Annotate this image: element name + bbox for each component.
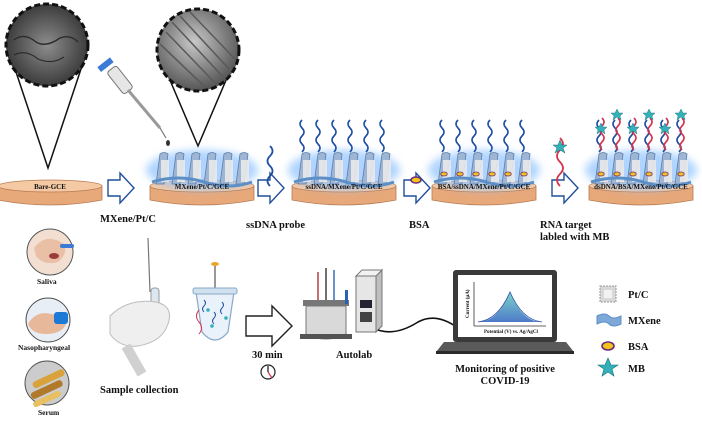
caption-ssdna-probe: ssDNA probe — [246, 220, 305, 231]
label-time: 30 min — [252, 350, 283, 361]
label-autolab: Autolab — [336, 350, 372, 361]
cable — [377, 317, 459, 333]
sem-image-mxene — [155, 7, 241, 148]
step-arrow-4 — [551, 171, 579, 205]
electrode-mxene: MXene/Pt/C/GCE — [146, 150, 258, 206]
step-arrow-1 — [107, 171, 135, 205]
electrode-ssdna: ssDNA/MXene/Pt/C/GCE — [288, 119, 400, 206]
sample-serum — [24, 360, 70, 408]
caption-bsa: BSA — [409, 220, 430, 231]
legend-bsa-icon — [601, 341, 615, 351]
legend-mxene-icon — [596, 313, 622, 327]
plot-xlabel: Potential (V) vs. Ag/AgCl — [484, 330, 538, 335]
electrode-bare: Bare-GCE — [0, 179, 103, 206]
caption-mxene: MXene/Pt/C — [100, 214, 156, 225]
legend-ptc: Pt/C — [628, 290, 648, 301]
arrow-to-autolab — [245, 304, 293, 348]
ssdna-probe-strand — [266, 145, 274, 187]
legend-mb-icon — [597, 357, 619, 377]
sample-nasopharyngeal — [25, 297, 71, 343]
label-nasopharyngeal: Nasopharyngeal — [18, 343, 70, 352]
electrode-label-bare: Bare-GCE — [34, 183, 66, 191]
electrode-label-ssdna: ssDNA/MXene/Pt/C/GCE — [306, 183, 383, 191]
timer-icon — [260, 364, 276, 380]
electrode-ds: dsDNA/BSA/MXene/Pt/C/GCE — [585, 108, 697, 206]
potentiostat-device — [354, 268, 384, 334]
label-saliva: Saliva — [37, 277, 57, 286]
electrode-label-ds: dsDNA/BSA/MXene/Pt/C/GCE — [594, 183, 688, 191]
legend-mb: MB — [628, 364, 645, 375]
rna-target-icon — [552, 137, 568, 187]
electrochemical-cell — [300, 268, 352, 340]
sample-saliva — [26, 228, 74, 276]
label-serum: Serum — [38, 408, 60, 417]
electrode-bsa: BSA/ssDNA/MXene/Pt/C/GCE — [428, 119, 540, 206]
sem-image-bare — [4, 2, 90, 171]
legend-bsa: BSA — [628, 342, 649, 353]
legend-mxene: MXene — [628, 316, 661, 327]
eppendorf-tube — [192, 262, 238, 341]
bsa-loose-icon — [410, 176, 422, 184]
pipette-icon — [97, 57, 170, 146]
label-sample-collection: Sample collection — [100, 385, 179, 396]
legend-ptc-icon — [599, 285, 617, 303]
sample-collection-hand — [109, 237, 170, 377]
electrode-label-mxene: MXene/Pt/C/GCE — [175, 183, 230, 191]
electrode-label-bsa: BSA/ssDNA/MXene/Pt/C/GCE — [438, 183, 531, 191]
voltammogram-plot — [473, 282, 546, 327]
step-arrow-2 — [257, 171, 285, 205]
plot-ylabel: Current (µA) — [466, 289, 471, 318]
legend: Pt/C MXene BSA MB — [596, 285, 661, 377]
